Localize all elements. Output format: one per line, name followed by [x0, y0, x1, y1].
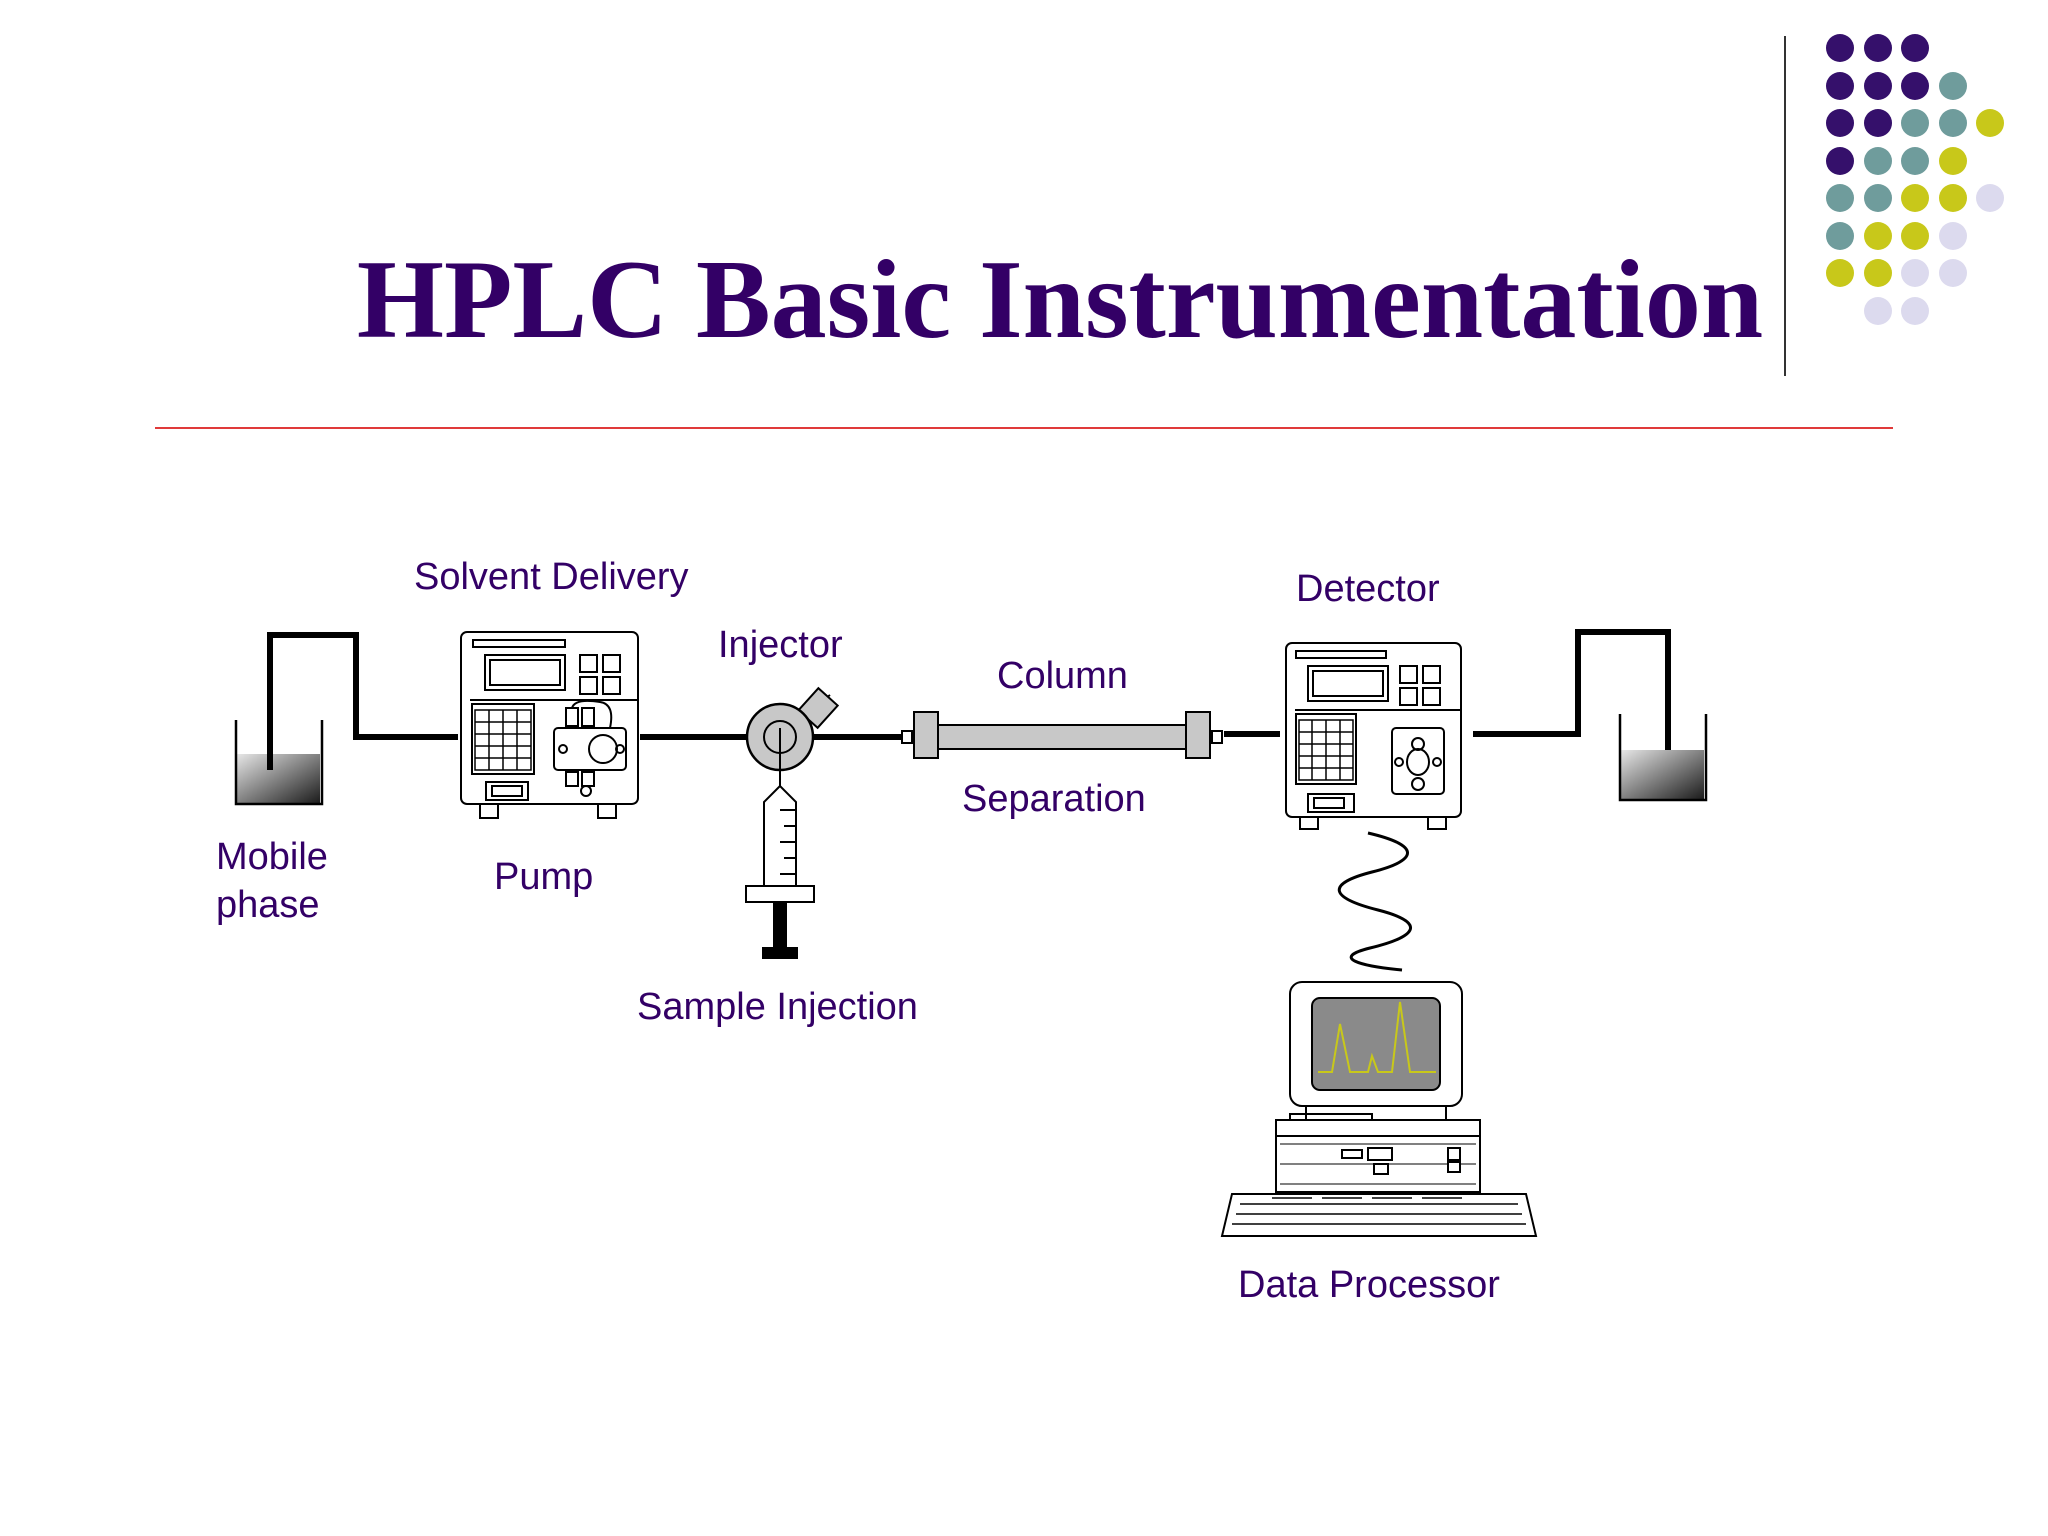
- decorative-dot: [1863, 296, 1892, 325]
- decorative-dot: [1938, 184, 1967, 212]
- decorative-dot: [1901, 184, 1929, 212]
- decorative-dot: [1901, 146, 1929, 175]
- detector-icon: [1285, 642, 1462, 830]
- decorative-dot: [1826, 259, 1854, 287]
- decorative-dot: [1826, 221, 1854, 250]
- decorative-dot: [1826, 71, 1854, 100]
- label-pump: Pump: [494, 856, 594, 898]
- decorative-dot: [1863, 71, 1892, 100]
- slide-title: HPLC Basic Instrumentation: [356, 238, 1764, 362]
- label-detector: Detector: [1296, 568, 1440, 610]
- syringe-icon: [745, 728, 815, 959]
- decorative-dot: [1976, 184, 2004, 212]
- tubing-reservoir-to-pump: [267, 632, 458, 770]
- tubing-detector-to-waste: [1473, 629, 1671, 765]
- chromatogram-trace: [1318, 1001, 1436, 1073]
- label-separation: Separation: [962, 778, 1146, 820]
- decorative-dot: [1863, 221, 1892, 250]
- decorative-dot: [1901, 259, 1929, 287]
- corner-divider: [1784, 36, 1786, 376]
- decorative-dot: [1938, 221, 1967, 250]
- decorative-dot: [1863, 34, 1892, 62]
- decorative-dot: [1826, 146, 1854, 175]
- decorative-dot: [1826, 184, 1854, 212]
- title-divider: [155, 427, 1893, 429]
- decorative-dot: [1826, 109, 1854, 137]
- waste-reservoir-icon: [1618, 714, 1708, 802]
- pump-icon: [460, 631, 639, 819]
- decorative-dot: [1901, 221, 1929, 250]
- decorative-dot: [1938, 109, 1967, 137]
- decorative-dot: [1901, 71, 1929, 100]
- decorative-dot: [1826, 34, 1854, 62]
- label-mobile-phase-line1: Mobile: [216, 836, 328, 878]
- signal-cable-icon: [1337, 831, 1413, 972]
- column-icon: [901, 711, 1223, 759]
- mobile-phase-reservoir-icon: [234, 720, 324, 806]
- label-column: Column: [997, 655, 1128, 697]
- label-solvent-delivery: Solvent Delivery: [414, 556, 689, 598]
- decorative-dot: [1863, 146, 1892, 175]
- decorative-dot: [1901, 34, 1929, 62]
- injector-valve-icon: [745, 686, 840, 772]
- decorative-dot: [1938, 71, 1967, 100]
- decorative-dot: [1863, 184, 1892, 212]
- computer-icon: [1220, 981, 1538, 1237]
- decorative-dot: [1938, 259, 1967, 287]
- decorative-dot: [1976, 109, 2004, 137]
- decorative-dot: [1901, 296, 1929, 325]
- label-sample-injection: Sample Injection: [637, 986, 918, 1028]
- label-data-processor: Data Processor: [1238, 1264, 1500, 1306]
- decorative-dot: [1938, 146, 1967, 175]
- decorative-dot: [1863, 259, 1892, 287]
- decorative-dot: [1863, 109, 1892, 137]
- decorative-dot: [1901, 109, 1929, 137]
- label-mobile-phase-line2: phase: [216, 884, 320, 926]
- label-injector: Injector: [718, 624, 843, 666]
